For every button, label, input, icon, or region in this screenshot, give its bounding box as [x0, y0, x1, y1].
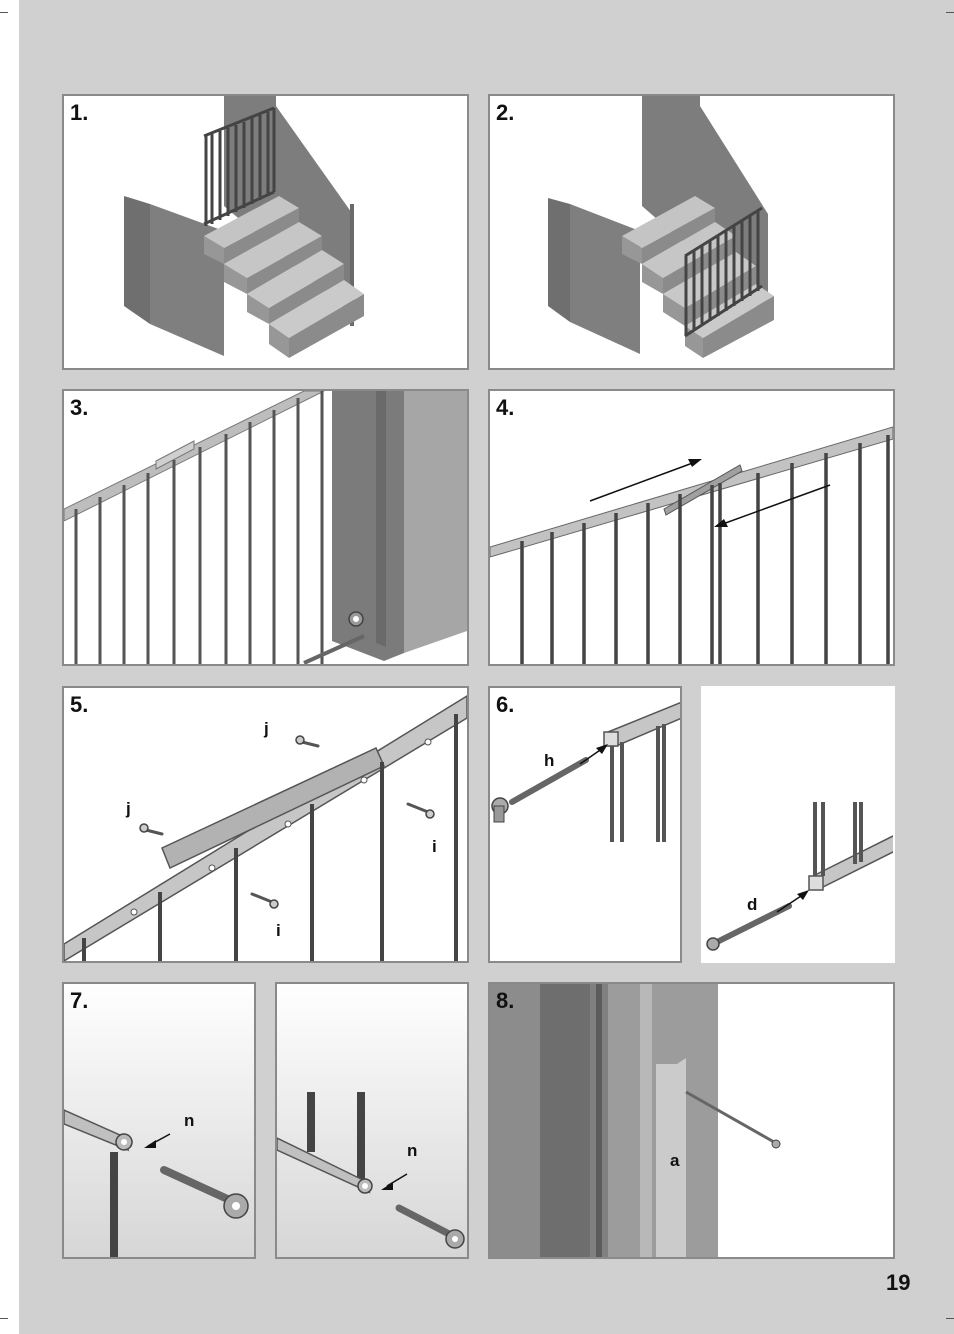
- step-6-panel: 6. h: [488, 686, 682, 963]
- staircase-gate-top-illustration: [64, 96, 467, 368]
- step-3-panel: 3.: [62, 389, 469, 666]
- step-5-number: 5.: [70, 692, 88, 718]
- crop-mark: [0, 1318, 8, 1319]
- step-7-panel: 7. n: [62, 982, 256, 1259]
- gate-extension-illustration: [490, 391, 893, 664]
- label-bolt-j: j: [263, 719, 269, 738]
- page-number: 19: [886, 1270, 910, 1296]
- label-cap-n: n: [184, 1111, 194, 1130]
- step-1-panel: 1.: [62, 94, 469, 370]
- rod-d-illustration: d: [703, 688, 893, 961]
- step-7b-panel: n: [275, 982, 469, 1259]
- step-8-panel: 8. a: [488, 982, 895, 1259]
- step-6-number: 6.: [496, 692, 514, 718]
- step-1-number: 1.: [70, 100, 88, 126]
- label-plate-a: a: [670, 1151, 680, 1170]
- label-rod-d: d: [747, 895, 757, 914]
- step-6b-panel: d: [701, 686, 895, 963]
- step-4-number: 4.: [496, 395, 514, 421]
- step-4-panel: 4.: [488, 389, 895, 666]
- step-7-number: 7.: [70, 988, 88, 1014]
- end-cap-n-bottom-illustration: n: [277, 984, 467, 1257]
- gate-mounting-illustration: [64, 391, 467, 664]
- step-2-panel: 2.: [488, 94, 895, 370]
- label-bolt-j: j: [125, 799, 131, 818]
- staircase-gate-bottom-illustration: [490, 96, 893, 368]
- label-cap-n: n: [407, 1141, 417, 1160]
- label-rod-h: h: [544, 751, 554, 770]
- crop-mark: [946, 12, 954, 13]
- wall-plate-screw-illustration: a: [490, 984, 893, 1257]
- gate-bolts-illustration: j j i i: [64, 688, 467, 961]
- label-bolt-i: i: [276, 921, 281, 940]
- crop-mark: [946, 1318, 954, 1319]
- label-bolt-i: i: [432, 837, 437, 856]
- step-3-number: 3.: [70, 395, 88, 421]
- crop-mark: [0, 12, 8, 13]
- end-cap-n-illustration: n: [64, 984, 254, 1257]
- step-8-number: 8.: [496, 988, 514, 1014]
- step-5-panel: 5. j j: [62, 686, 469, 963]
- step-2-number: 2.: [496, 100, 514, 126]
- rod-h-illustration: h: [490, 688, 680, 961]
